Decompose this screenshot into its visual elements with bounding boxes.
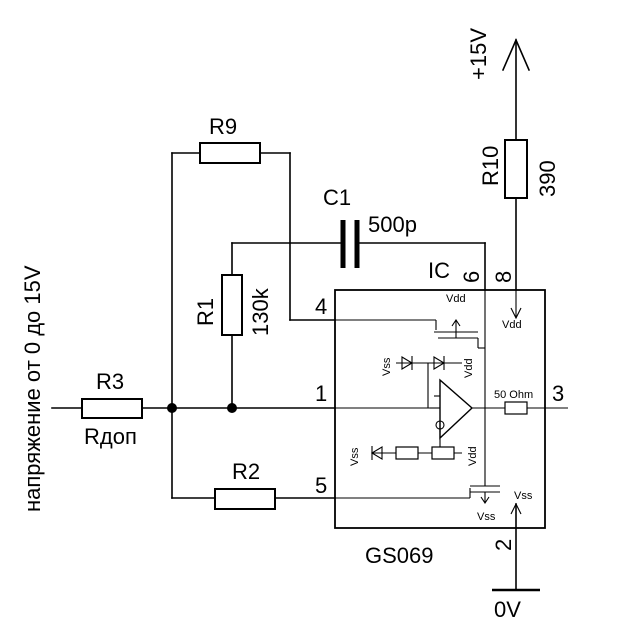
ground-rail: [492, 502, 540, 592]
lower-transistor: [335, 485, 500, 504]
r2-resistor: [214, 488, 276, 510]
junction-dot: [167, 403, 177, 413]
r3-note: Rдоп: [84, 424, 137, 449]
c1-value: 500p: [368, 212, 417, 237]
r3-label: R3: [96, 369, 124, 394]
output-resistor: [504, 401, 528, 415]
pin-number: 8: [491, 271, 516, 283]
pin-number: 5: [315, 473, 327, 498]
vdd-label: Vdd: [463, 358, 475, 378]
r1-branch: [221, 242, 243, 409]
ic-body: [334, 289, 546, 529]
upper-transistor: [335, 290, 486, 486]
pin-number: 3: [552, 381, 564, 406]
r2-branch: [171, 488, 336, 510]
ic-label: IC: [428, 258, 450, 283]
vss-label-lower: Vss: [477, 511, 496, 523]
input-voltage-caption: напряжение от 0 до 15V: [20, 265, 45, 512]
vss-label-pin2: Vss: [514, 490, 533, 502]
pin-number: 4: [315, 294, 327, 319]
clamp-diodes-top: [396, 356, 462, 408]
vss-label: Vss: [349, 447, 361, 466]
pin-number: 2: [491, 539, 516, 551]
r1-label: R1: [193, 298, 218, 326]
r1-resistor: [221, 274, 243, 336]
pin-number: 1: [315, 381, 327, 406]
c1-branch: [231, 220, 486, 291]
junction-dot: [227, 403, 237, 413]
vdd-label-pin8: Vdd: [502, 319, 522, 331]
vss-label: Vss: [381, 357, 393, 376]
pin-number: 6: [459, 271, 484, 283]
r10-value: 390: [535, 160, 560, 197]
supply-rail: [501, 37, 531, 320]
r10-label: R10: [478, 146, 503, 186]
r9-branch: [171, 142, 336, 499]
output-resistor-label: 50 Ohm: [494, 389, 533, 401]
r10-resistor: [504, 139, 528, 199]
ic-part-number: GS069: [365, 543, 434, 568]
r9-label: R9: [209, 114, 237, 139]
r2-label: R2: [232, 459, 260, 484]
bias-network: [370, 420, 462, 460]
r3-resistor: [81, 398, 143, 419]
supply-label: +15V: [466, 28, 491, 80]
ground-label: 0V: [494, 597, 521, 622]
r1-value: 130k: [248, 287, 273, 336]
vdd-label-upper: Vdd: [446, 293, 466, 305]
vdd-label: Vdd: [467, 446, 479, 466]
op-amp: [335, 378, 568, 440]
c1-label: C1: [323, 185, 351, 210]
r9-resistor: [199, 142, 261, 164]
r3-branch: [51, 398, 336, 419]
